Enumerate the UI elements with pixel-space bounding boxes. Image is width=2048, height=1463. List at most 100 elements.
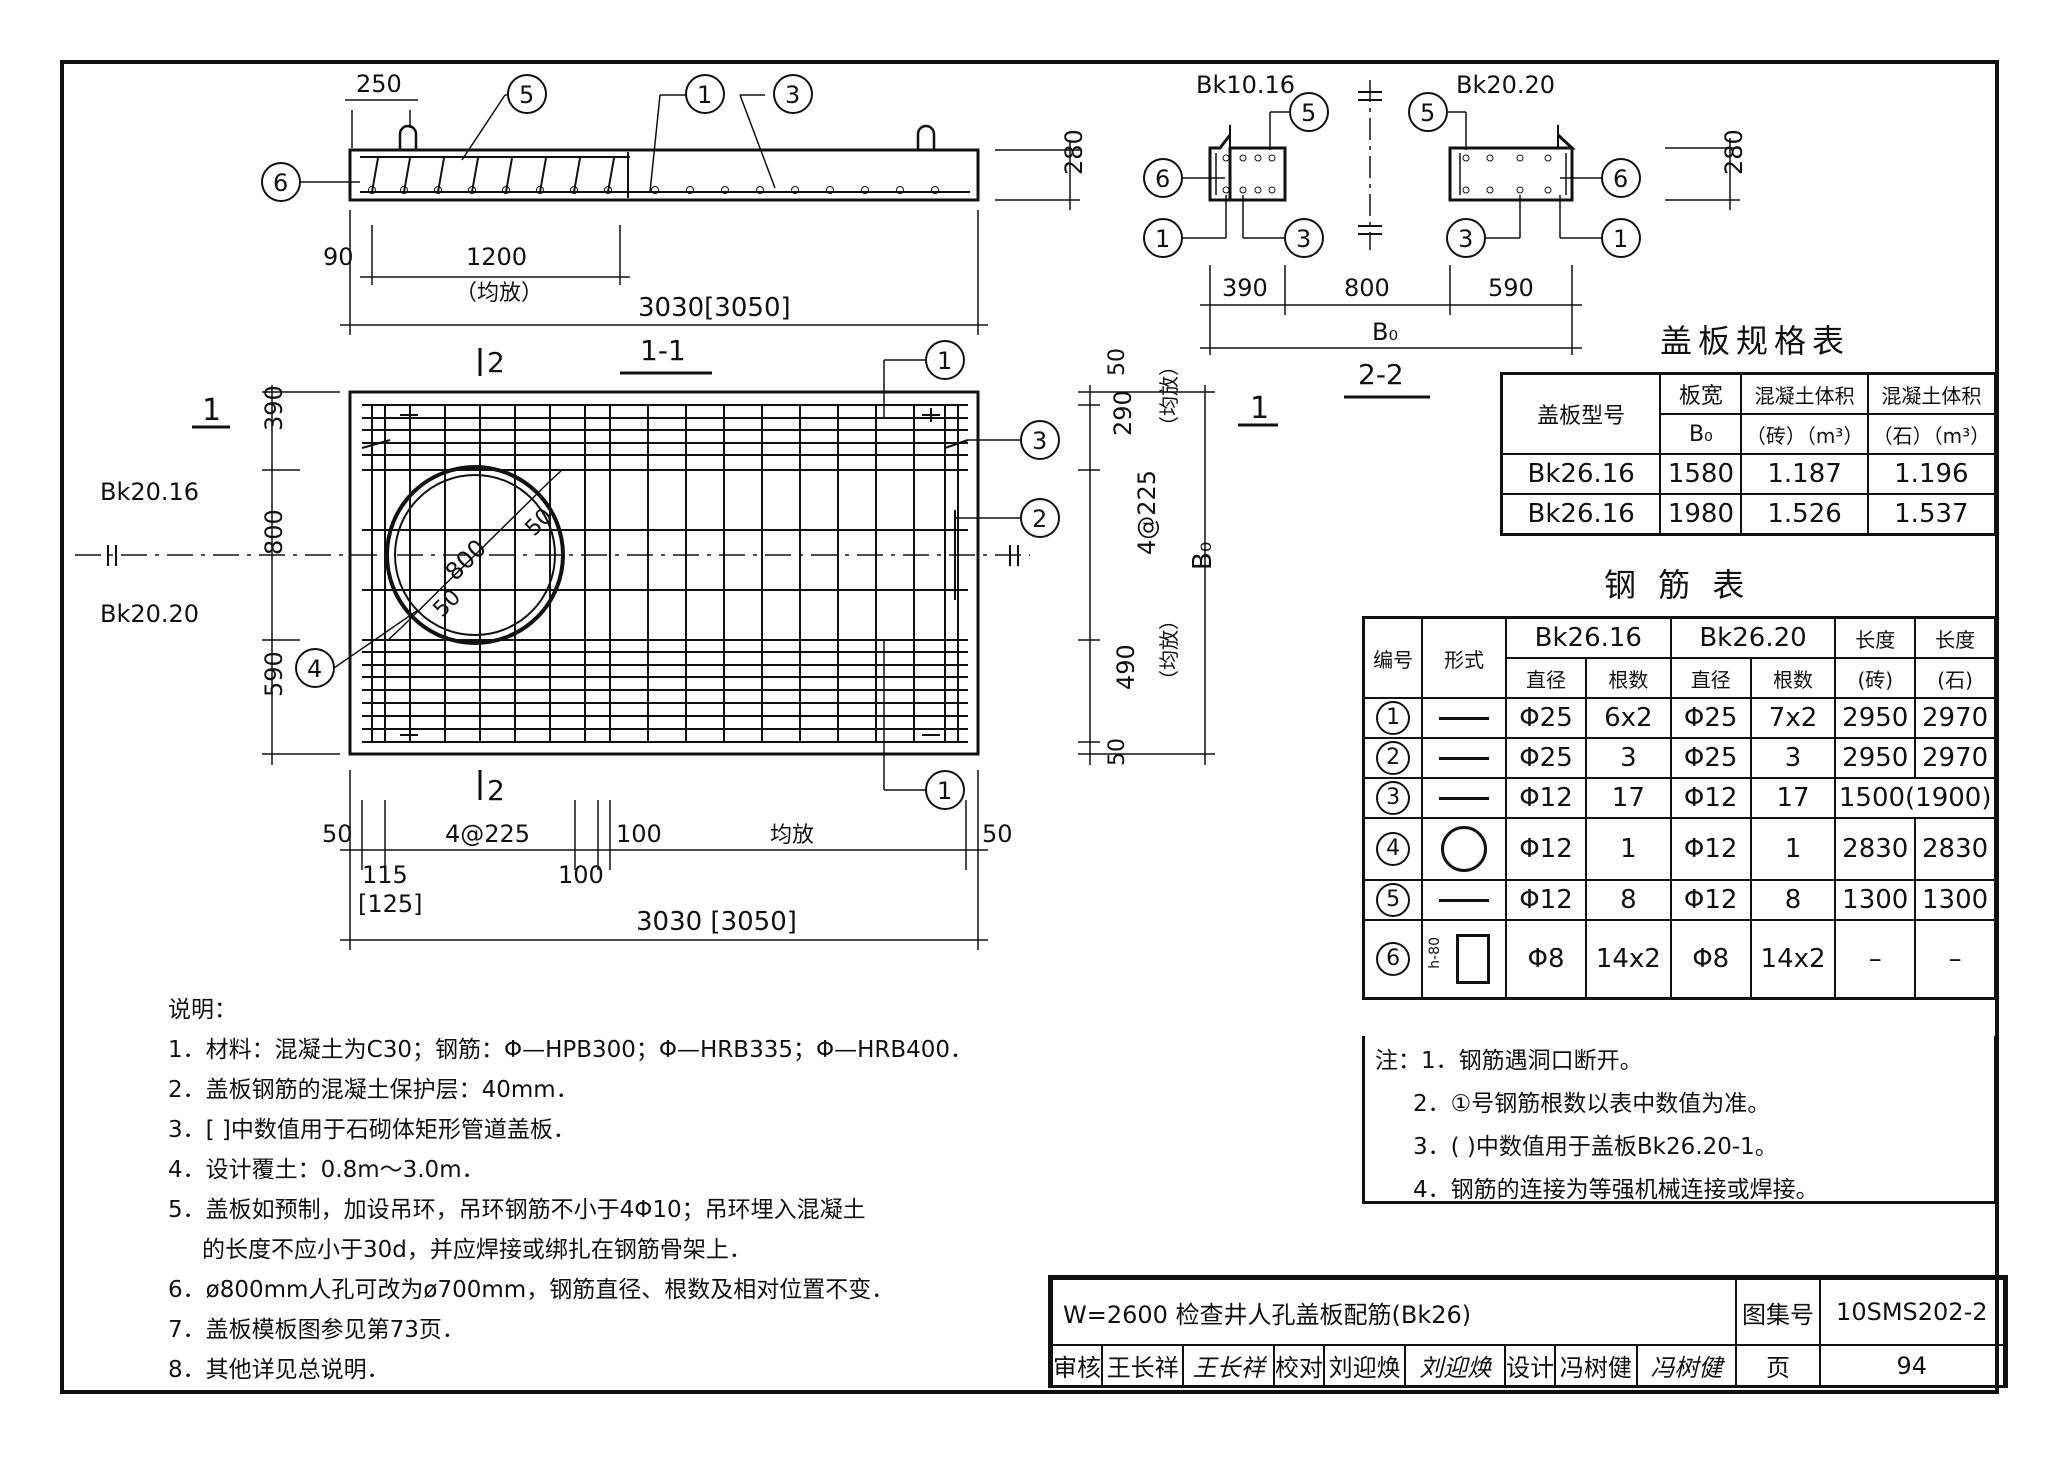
rebar-cell: 17	[1585, 777, 1672, 819]
rebar-cell: Φ8	[1669, 919, 1752, 999]
rebar-cell: Φ25	[1669, 697, 1752, 739]
reviewer-signature: 王长祥	[1182, 1344, 1275, 1387]
plan-label-bk20-16: Bk20.16	[100, 478, 199, 506]
dim-3030: 3030[3050]	[638, 293, 791, 323]
table-note: 3．( )中数值用于盖板Bk26.20-1。	[1413, 1134, 1778, 1160]
dim-1200: 1200	[466, 243, 527, 271]
rebar-cell: 7x2	[1749, 697, 1837, 739]
manhole-dia-800: 800	[440, 534, 492, 586]
stirrup-icon	[1456, 933, 1491, 984]
note-item: 8．其他详见总说明．	[168, 1357, 390, 1383]
rebar-cell: –	[1834, 919, 1917, 999]
plan-dim-800: 800	[260, 509, 288, 555]
table-row: 6 h-80 Φ8 14x2 Φ8 14x2 – –	[1362, 919, 1997, 999]
rebar-cell: 2970	[1914, 737, 1997, 779]
plan-callout-1-top: 1	[937, 347, 952, 375]
plan-dim-b-125: [125]	[358, 890, 423, 918]
lifting-ring-right	[916, 124, 936, 150]
title-block: W=2600 检查井人孔盖板配筋(Bk26) 图集号 10SMS202-2 审核…	[1048, 1275, 2008, 1388]
plan-dim-r-50a: 50	[1105, 348, 1130, 376]
rebar-cell: Φ12	[1669, 817, 1752, 881]
rebar-cell: 17	[1749, 777, 1837, 819]
section-1-1: 250 5 1 3 6 280 90 1200 （均放） 3030[3050] …	[261, 70, 1088, 375]
rebar-no-circle: 2	[1376, 741, 1411, 775]
spec-h-vol-brick: 混凝土体积	[1740, 372, 1869, 415]
stirrup-label: h-80	[1427, 937, 1444, 969]
table-note: 2．①号钢筋根数以表中数值为准。	[1413, 1091, 1771, 1117]
plan-dim-b-100a: 100	[616, 820, 662, 848]
dim-250: 250	[356, 70, 402, 98]
plan-dim-b-50b: 50	[982, 820, 1013, 848]
table-row: Bk26.16 1980 1.526 1.537	[1500, 493, 1997, 536]
rebar-h-dia2: 直径	[1669, 657, 1752, 699]
plan-dim-b0: B₀	[1188, 542, 1218, 570]
plan-dim-390: 390	[260, 385, 288, 431]
designer-name: 冯树健	[1554, 1344, 1638, 1387]
table-row: Bk26.16 1580 1.187 1.196	[1500, 453, 1997, 495]
rebar-cell: 6x2	[1585, 697, 1672, 739]
plan-dim-b-uniform: 均放	[770, 823, 814, 848]
rebar-cell: 1	[1585, 817, 1672, 881]
rebar-h-len-brick: 长度	[1834, 616, 1917, 659]
rebar-cell: 14x2	[1749, 919, 1837, 999]
plan-vertical-bars	[371, 405, 959, 742]
rebar-cell: 3	[1749, 737, 1837, 779]
straight-bar-icon	[1439, 757, 1490, 760]
reviewer-name: 王长祥	[1100, 1344, 1185, 1387]
rebar-cell: 1	[1749, 817, 1837, 881]
note-item: 的长度不应小于30d，并应焊接或绑扎在钢筋骨架上．	[202, 1237, 752, 1263]
plan-dim-r-50b: 50	[1105, 738, 1130, 766]
rebar-cell: 1500(1900)	[1834, 777, 1997, 819]
rebar-h-len-stone: 长度	[1914, 616, 1997, 659]
rebar-h-count2: 根数	[1749, 657, 1837, 699]
callout-2-2-1a: 1	[1155, 225, 1170, 253]
dim-2-2-b0: B₀	[1372, 318, 1398, 346]
plan-dim-r-290: 290	[1109, 390, 1137, 436]
plan-callout-3: 3	[1032, 427, 1047, 455]
spec-h-vol-stone: 混凝土体积	[1866, 372, 1997, 415]
callout-2-2-3a: 3	[1296, 225, 1311, 253]
plan-dim-b-100b: 100	[558, 861, 604, 889]
callout-6: 6	[273, 169, 288, 197]
dim-280-a: 280	[1060, 129, 1088, 175]
table-note: 注：1．钢筋遇洞口断开。	[1375, 1048, 1643, 1074]
plan-dim-r-4at225: 4@225	[1133, 470, 1161, 555]
callout-2-2-6b: 6	[1613, 165, 1628, 193]
section-2-2: Bk10.16 Bk20.20 5 5 6	[1143, 71, 1748, 399]
rebar-cell: 2950	[1834, 697, 1917, 739]
section-mark-2-bottom: 2	[487, 774, 505, 807]
rebar-cell: 2830	[1834, 817, 1917, 881]
sheet-border	[60, 60, 1999, 1394]
spec-cell: 1.187	[1740, 453, 1869, 495]
rebar-cell: 3	[1585, 737, 1672, 779]
checker-signature: 刘迎焕	[1404, 1344, 1507, 1387]
label-bk20-20: Bk20.20	[1456, 71, 1555, 99]
rebar-no-circle: 6	[1376, 941, 1411, 976]
dim-90: 90	[323, 243, 354, 271]
ring-bar-icon	[1441, 826, 1488, 872]
spec-h-model: 盖板型号	[1500, 372, 1662, 455]
review-label: 审核	[1051, 1344, 1103, 1387]
note-item: 4．设计覆土：0.8m～3.0m．	[168, 1157, 485, 1183]
rebar-h-group1: Bk26.16	[1504, 616, 1672, 659]
table-notes-frame	[1362, 1036, 1997, 1204]
spec-sh-stone: （石）（m³）	[1866, 413, 1997, 455]
section-1-1-title: 1-1	[640, 334, 686, 367]
note-item: 2．盖板钢筋的混凝土保护层：40mm．	[168, 1077, 579, 1103]
dim-1200-note: （均放）	[455, 281, 543, 306]
notes-heading: 说明：	[168, 997, 237, 1023]
rebar-cell: Φ8	[1504, 919, 1588, 999]
rebar-h-dia1: 直径	[1504, 657, 1588, 699]
rebar-dots	[368, 186, 939, 194]
plan-view: 1 1 2 2	[75, 340, 1278, 950]
dim-280-b: 280	[1720, 129, 1748, 175]
plan-dim-r-490: 490	[1112, 644, 1140, 690]
spec-cell: 1.196	[1866, 453, 1997, 495]
callout-2-2-5a: 5	[1301, 99, 1316, 127]
callout-2-2-1b: 1	[1613, 225, 1628, 253]
plan-label-bk20-20: Bk20.20	[100, 600, 199, 628]
rebar-cell: Φ12	[1504, 777, 1588, 819]
note-item: 3．[ ]中数值用于石砌体矩形管道盖板．	[168, 1117, 576, 1143]
rebar-cell: 1300	[1834, 879, 1917, 921]
